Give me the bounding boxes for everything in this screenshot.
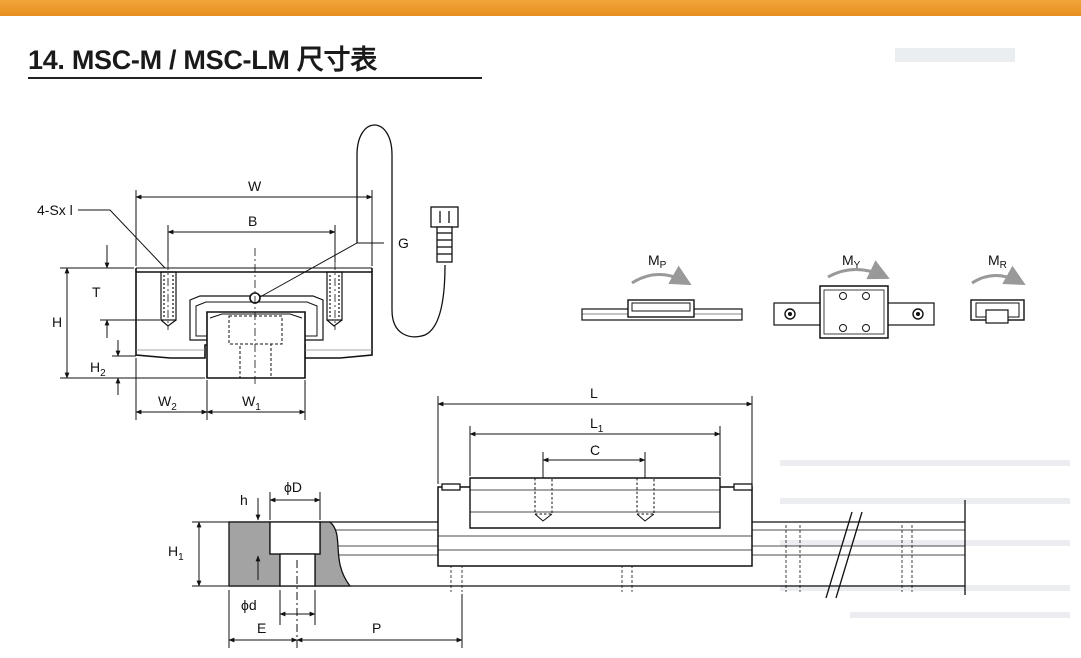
svg-text:MR: MR bbox=[988, 252, 1007, 271]
dim-W1-label: W1 bbox=[242, 393, 261, 413]
dim-L1-label: L1 bbox=[590, 415, 604, 435]
dim-L-label: L bbox=[590, 385, 598, 401]
dim-T-label: T bbox=[92, 284, 101, 300]
side-view-labels: L L1 C ϕD h H1 ϕd E P bbox=[168, 385, 604, 636]
dim-h-label: h bbox=[240, 492, 248, 508]
rail-section bbox=[206, 311, 306, 379]
page-title: 14. MSC-M / MSC-LM 尺寸表 bbox=[28, 45, 377, 75]
svg-text:MY: MY bbox=[842, 252, 861, 271]
grease-hose bbox=[356, 124, 459, 338]
background-ghost-marks bbox=[780, 48, 1070, 618]
grease-fitting bbox=[430, 206, 459, 228]
moment-icon-mr: MR bbox=[970, 252, 1026, 324]
front-view-dimensions bbox=[60, 190, 384, 420]
dim-phid-label: ϕd bbox=[241, 597, 257, 613]
dim-B-label: B bbox=[248, 213, 257, 229]
front-view-section bbox=[135, 248, 373, 385]
dim-W-label: W bbox=[248, 178, 262, 194]
moment-icon-my: MY bbox=[773, 252, 935, 339]
front-view-labels: W B G 4-Sx l T H H2 W2 W1 bbox=[37, 178, 409, 413]
screw-spec-label: 4-Sx l bbox=[37, 202, 73, 218]
dim-E-label: E bbox=[257, 620, 266, 636]
dim-H2-label: H2 bbox=[90, 359, 106, 379]
dim-phiD-label: ϕD bbox=[284, 479, 302, 495]
dim-G-label: G bbox=[398, 235, 409, 251]
title-underline bbox=[28, 77, 482, 79]
moment-icon-mp: MP bbox=[581, 252, 743, 321]
dim-W2-label: W2 bbox=[158, 393, 177, 413]
dim-H1-label: H1 bbox=[168, 543, 184, 563]
side-view-rail bbox=[228, 477, 966, 599]
dim-C-label: C bbox=[590, 442, 600, 458]
side-view-dimensions bbox=[192, 396, 753, 648]
dim-P-label: P bbox=[372, 620, 381, 636]
dim-H-label: H bbox=[52, 314, 62, 330]
top-accent-bar bbox=[0, 0, 1081, 16]
svg-text:MP: MP bbox=[648, 252, 667, 271]
